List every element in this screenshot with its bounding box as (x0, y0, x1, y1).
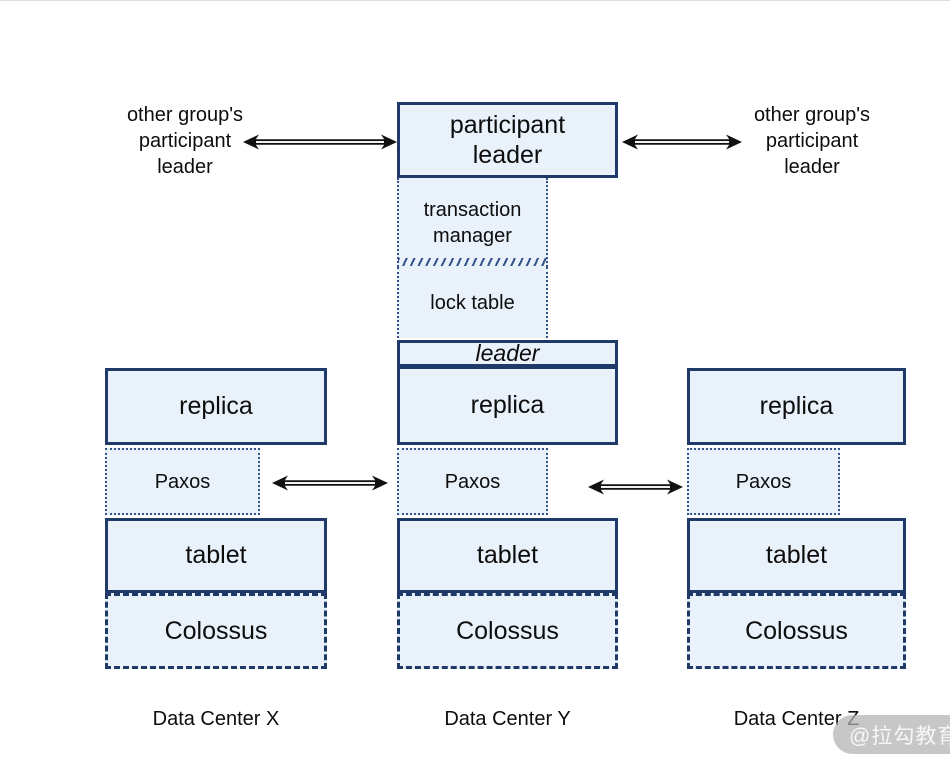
colossus-box-x: Colossus (105, 593, 327, 669)
double-arrow-top-left (243, 134, 397, 150)
replica-box-z: replica (687, 368, 906, 445)
double-arrow-paxos-left (272, 475, 388, 491)
replica-box-x: replica (105, 368, 327, 445)
watermark-badge: @拉勾教育 (833, 715, 950, 754)
tablet-box-x: tablet (105, 518, 327, 593)
datacenter-label-x: Data Center X (152, 708, 280, 730)
colossus-box-y: Colossus (397, 593, 618, 669)
paxos-box-x: Paxos (105, 448, 260, 515)
double-arrow-paxos-right (588, 479, 683, 495)
tablet-box-z: tablet (687, 518, 906, 593)
datacenter-label-z: Data Center Z (733, 708, 860, 730)
note-other-group-left: other group's participant leader (126, 104, 244, 178)
leader-box: leader (397, 340, 618, 367)
paxos-box-y: Paxos (397, 448, 548, 515)
double-arrow-top-right (622, 134, 742, 150)
replica-box-y: replica (397, 366, 618, 445)
hatch-divider (398, 258, 547, 266)
note-other-group-right: other group's participant leader (753, 104, 871, 178)
tablet-box-y: tablet (397, 518, 618, 593)
screenshot-top-edge (0, 0, 950, 1)
datacenter-label-y: Data Center Y (444, 708, 571, 730)
transaction-manager-box: transaction manager (397, 178, 548, 267)
lock-table-box: lock table (397, 267, 548, 338)
colossus-box-z: Colossus (687, 593, 906, 669)
participant-leader-box: participant leader (397, 102, 618, 178)
paxos-box-z: Paxos (687, 448, 840, 515)
